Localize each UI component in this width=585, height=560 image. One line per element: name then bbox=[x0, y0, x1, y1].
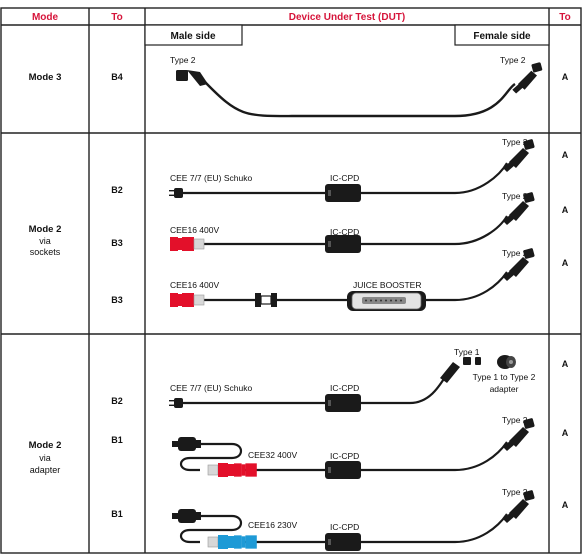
type1-connector-icon bbox=[440, 357, 481, 383]
row1-female-plug-label: Type 2 bbox=[500, 55, 526, 65]
ic-cpd-box-icon bbox=[325, 461, 361, 479]
header-to-left: To bbox=[111, 12, 122, 23]
row3-line2: CEE32 400V IC-CPD Type 2 bbox=[172, 415, 535, 479]
row3-code-left-3: B1 bbox=[111, 509, 123, 519]
row2-code-left-2: B3 bbox=[111, 238, 123, 248]
row2-code-left-1: B2 bbox=[111, 185, 123, 195]
table-grid bbox=[0, 7, 582, 554]
row2-code-right-2: A bbox=[562, 205, 569, 215]
row2-line1-box-label: IC-CPD bbox=[330, 173, 359, 183]
ic-cpd-box-icon bbox=[325, 394, 361, 412]
row3-line1-box-label: IC-CPD bbox=[330, 383, 359, 393]
socket-block-icon bbox=[172, 437, 201, 451]
cee-blue-plug-icon bbox=[234, 535, 257, 549]
row3-line2-box-label: IC-CPD bbox=[330, 451, 359, 461]
ic-cpd-box-icon bbox=[325, 235, 361, 253]
row3-line3: CEE16 230V IC-CPD Type 2 bbox=[172, 487, 535, 551]
row2-code-left-3: B3 bbox=[111, 295, 123, 305]
row2-line1-plug-label: CEE 7/7 (EU) Schuko bbox=[170, 173, 252, 183]
header-dut: Device Under Test (DUT) bbox=[289, 12, 406, 23]
male-side-label: Male side bbox=[170, 31, 215, 42]
row2-line1-female-label: Type 2 bbox=[502, 137, 528, 147]
schuko-plug-icon bbox=[169, 398, 183, 408]
row3-line3-box-label: IC-CPD bbox=[330, 522, 359, 532]
male-side-box: Male side bbox=[144, 24, 243, 46]
row3-code-left-2: B1 bbox=[111, 435, 123, 445]
schuko-plug-icon bbox=[169, 188, 183, 198]
row3-code-right-2: A bbox=[562, 428, 569, 438]
cee-red-socket-icon bbox=[207, 463, 234, 477]
cee-blue-socket-icon bbox=[207, 535, 234, 549]
row3-line3-plug-label: CEE16 230V bbox=[248, 520, 297, 530]
row2-line2-plug-label: CEE16 400V bbox=[170, 225, 219, 235]
row1-code-right: A bbox=[562, 72, 569, 82]
row3-line3-female-label: Type 2 bbox=[502, 487, 528, 497]
socket-block-icon bbox=[172, 509, 201, 523]
row3-code-left-1: B2 bbox=[111, 396, 123, 406]
inline-adapter-icon bbox=[255, 293, 277, 307]
row2-line2: CEE16 400V IC-CPD Type 2 bbox=[169, 191, 535, 253]
row3-sub-2: adapter bbox=[30, 465, 61, 475]
row2-code-right-1: A bbox=[562, 150, 569, 160]
row2-line2-female-label: Type 2 bbox=[502, 191, 528, 201]
row3-line1-plug-label: CEE 7/7 (EU) Schuko bbox=[170, 383, 252, 393]
juice-booster-device-icon bbox=[347, 291, 426, 311]
row3-line1-female-label: Type 1 bbox=[454, 347, 480, 357]
row3-line1: CEE 7/7 (EU) Schuko IC-CPD Type 1 Type 1… bbox=[169, 347, 536, 412]
female-side-label: Female side bbox=[473, 31, 531, 42]
row1-cable bbox=[176, 62, 543, 118]
row2-line3-female-label: Type 2 bbox=[502, 248, 528, 258]
row2-mode: Mode 2 bbox=[29, 224, 62, 235]
row3-line1-adapter-label-1: Type 1 to Type 2 bbox=[473, 372, 536, 382]
row2-sub-1: via bbox=[39, 236, 51, 246]
row2-line3: CEE16 400V JUICE BOOSTER Type 2 bbox=[169, 247, 535, 311]
row1-code-left: B4 bbox=[111, 72, 123, 82]
cee-red-plug-icon bbox=[169, 292, 205, 308]
row1-mode: Mode 3 bbox=[29, 72, 62, 83]
row2-code-right-3: A bbox=[562, 258, 569, 268]
row1-male-plug-label: Type 2 bbox=[170, 55, 196, 65]
header-to-right: To bbox=[559, 12, 570, 23]
row2-line1: CEE 7/7 (EU) Schuko IC-CPD Type 2 bbox=[169, 137, 535, 202]
row3-line1-adapter-label-2: adapter bbox=[490, 384, 519, 394]
ic-cpd-box-icon bbox=[325, 184, 361, 202]
row3-line2-female-label: Type 2 bbox=[502, 415, 528, 425]
ic-cpd-box-icon bbox=[325, 533, 361, 551]
header-mode: Mode bbox=[32, 12, 59, 23]
row2-line3-plug-label: CEE16 400V bbox=[170, 280, 219, 290]
female-side-box: Female side bbox=[454, 24, 550, 46]
row3-line2-plug-label: CEE32 400V bbox=[248, 450, 297, 460]
row3-mode: Mode 2 bbox=[29, 440, 62, 451]
row2-line2-box-label: IC-CPD bbox=[330, 227, 359, 237]
row2-line3-box-label: JUICE BOOSTER bbox=[353, 280, 421, 290]
row3-sub-1: via bbox=[39, 453, 51, 463]
type1-to-type2-adapter-icon bbox=[497, 355, 516, 369]
row2-sub-2: sockets bbox=[30, 247, 61, 257]
cee-red-plug-icon bbox=[234, 463, 257, 477]
row3-code-right-1: A bbox=[562, 359, 569, 369]
cee-red-plug-icon bbox=[169, 236, 205, 252]
row3-code-right-3: A bbox=[562, 500, 569, 510]
